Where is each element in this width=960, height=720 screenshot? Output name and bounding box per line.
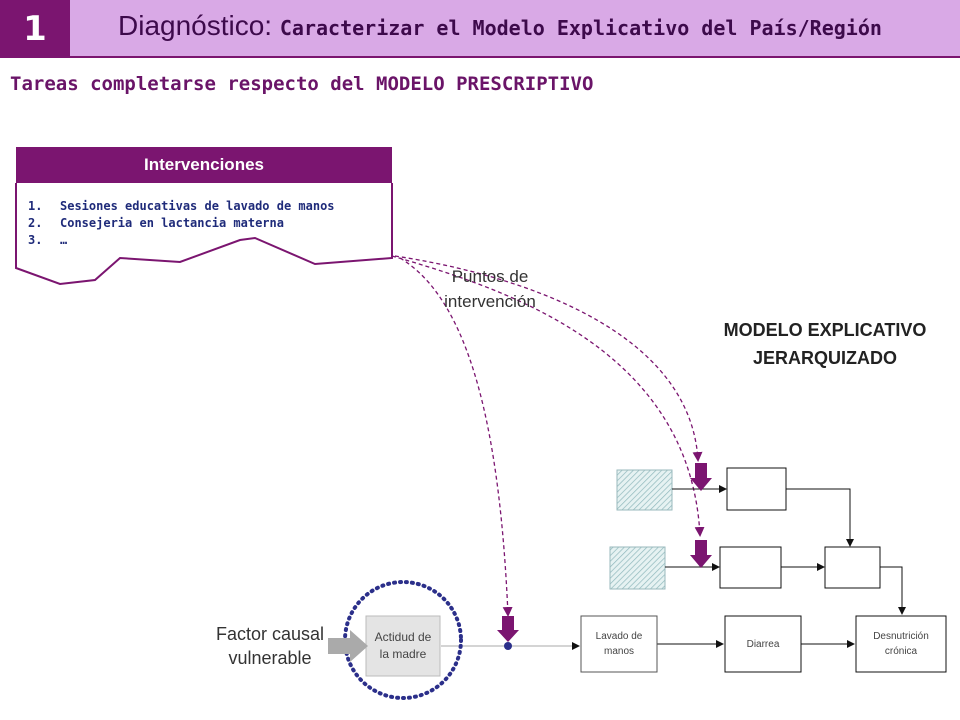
- interventions-list: 1.Sesiones educativas de lavado de manos…: [28, 198, 335, 249]
- title-main-text: Diagnóstico:: [118, 10, 273, 41]
- node-diarrea-text: Diarrea: [746, 638, 780, 650]
- intervention-point-dot: [504, 642, 512, 650]
- intervention-marker-top: [690, 463, 712, 491]
- node-desnutricion-cronica: [855, 615, 947, 673]
- title-band: [70, 0, 960, 58]
- interventions-box: [15, 183, 393, 286]
- intervention-curve-to-middle-row: [391, 255, 705, 537]
- list-item: 1.Sesiones educativas de lavado de manos: [28, 199, 335, 213]
- intervention-marker-middle: [690, 540, 712, 568]
- node-middle-row-left: [719, 546, 782, 589]
- node-top-row: [726, 467, 787, 511]
- header-bar: 1 Diagnóstico: Caracterizar el Modelo Ex…: [0, 0, 960, 58]
- puntos-intervencion-label: Puntos de intervención: [444, 267, 536, 311]
- intervention-curve-to-actitud: [399, 257, 513, 617]
- node-actitud-madre: [365, 615, 441, 677]
- factor-causal-arrow-icon: [328, 630, 368, 662]
- connector-middle-to-desnutricion: [880, 566, 906, 615]
- hatched-factor-top: [616, 469, 673, 511]
- intervention-curve-to-top-row: [394, 255, 703, 462]
- node-middle-row-right: [824, 546, 881, 589]
- hatched-factor-middle: [609, 546, 666, 590]
- node-lavado-de-manos: [580, 615, 658, 673]
- modelo-explicativo-label: MODELO EXPLICATIVO JERARQUIZADO: [723, 320, 927, 368]
- node-diarrea: [724, 615, 802, 673]
- section-number-badge: 1: [0, 0, 70, 58]
- title-subtitle: Caracterizar el Modelo Explicativo del P…: [279, 16, 882, 40]
- list-item: 3.…: [28, 233, 68, 247]
- interventions-title: Intervenciones: [16, 147, 392, 183]
- page-title: Diagnóstico: Caracterizar el Modelo Expl…: [118, 10, 882, 42]
- intervention-marker-actitud: [497, 616, 519, 642]
- connector-top-to-middle: [786, 488, 854, 547]
- factor-causal-label: Factor causal vulnerable: [215, 624, 325, 668]
- subheading: Tareas completarse respecto del MODELO P…: [10, 73, 594, 95]
- list-item: 2.Consejeria en lactancia materna: [28, 216, 284, 230]
